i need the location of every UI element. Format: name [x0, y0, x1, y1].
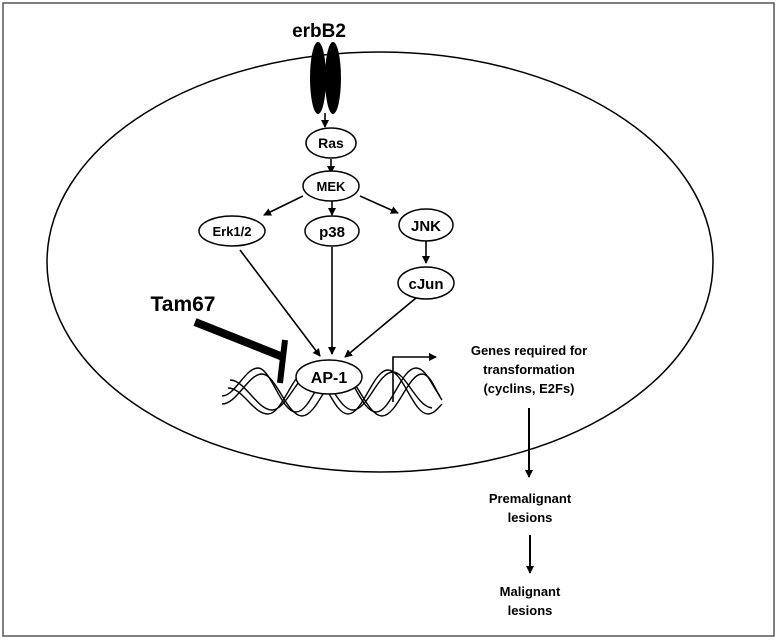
node-ras: Ras	[305, 127, 357, 159]
svg-text:JNK: JNK	[411, 218, 441, 235]
tam67-inhibition-bar	[277, 339, 288, 384]
arrow-mek-erk	[263, 195, 304, 216]
arrow-cjun-ap1	[344, 297, 417, 358]
node-ap1: AP-1	[295, 359, 363, 395]
svg-text:AP-1: AP-1	[311, 370, 348, 387]
node-p38: p38	[304, 215, 360, 247]
svg-text:Premalignant: Premalignant	[489, 491, 572, 506]
premalignant-label: Premalignant lesions	[489, 491, 572, 525]
svg-text:(cyclins, E2Fs): (cyclins, E2Fs)	[483, 381, 574, 396]
tam67-inhibition-line	[193, 318, 285, 361]
node-mek: MEK	[302, 170, 360, 202]
arrow-erk-ap1	[239, 249, 321, 357]
transcription-arrow	[392, 353, 437, 402]
svg-text:Ras: Ras	[318, 135, 344, 151]
svg-text:transformation: transformation	[483, 362, 575, 377]
genes-label: Genes required for transformation (cycli…	[471, 343, 587, 396]
svg-text:lesions: lesions	[508, 510, 553, 525]
arrow-mek-jnk	[359, 195, 399, 214]
node-erk: Erk1/2	[198, 215, 266, 247]
svg-text:lesions: lesions	[508, 603, 553, 618]
erbb2-label: erbB2	[292, 21, 346, 42]
node-cjun: cJun	[397, 266, 455, 300]
tam67-label: Tam67	[151, 293, 216, 316]
malignant-label: Malignant lesions	[500, 584, 561, 618]
cell-membrane	[46, 51, 714, 473]
node-jnk: JNK	[398, 208, 454, 242]
erbb2-receptor	[310, 42, 341, 114]
svg-text:Genes required for: Genes required for	[471, 343, 587, 358]
svg-text:cJun: cJun	[408, 276, 443, 293]
svg-text:MEK: MEK	[317, 179, 347, 194]
svg-text:p38: p38	[319, 224, 345, 241]
svg-text:Erk1/2: Erk1/2	[212, 224, 251, 239]
svg-text:Malignant: Malignant	[500, 584, 561, 599]
